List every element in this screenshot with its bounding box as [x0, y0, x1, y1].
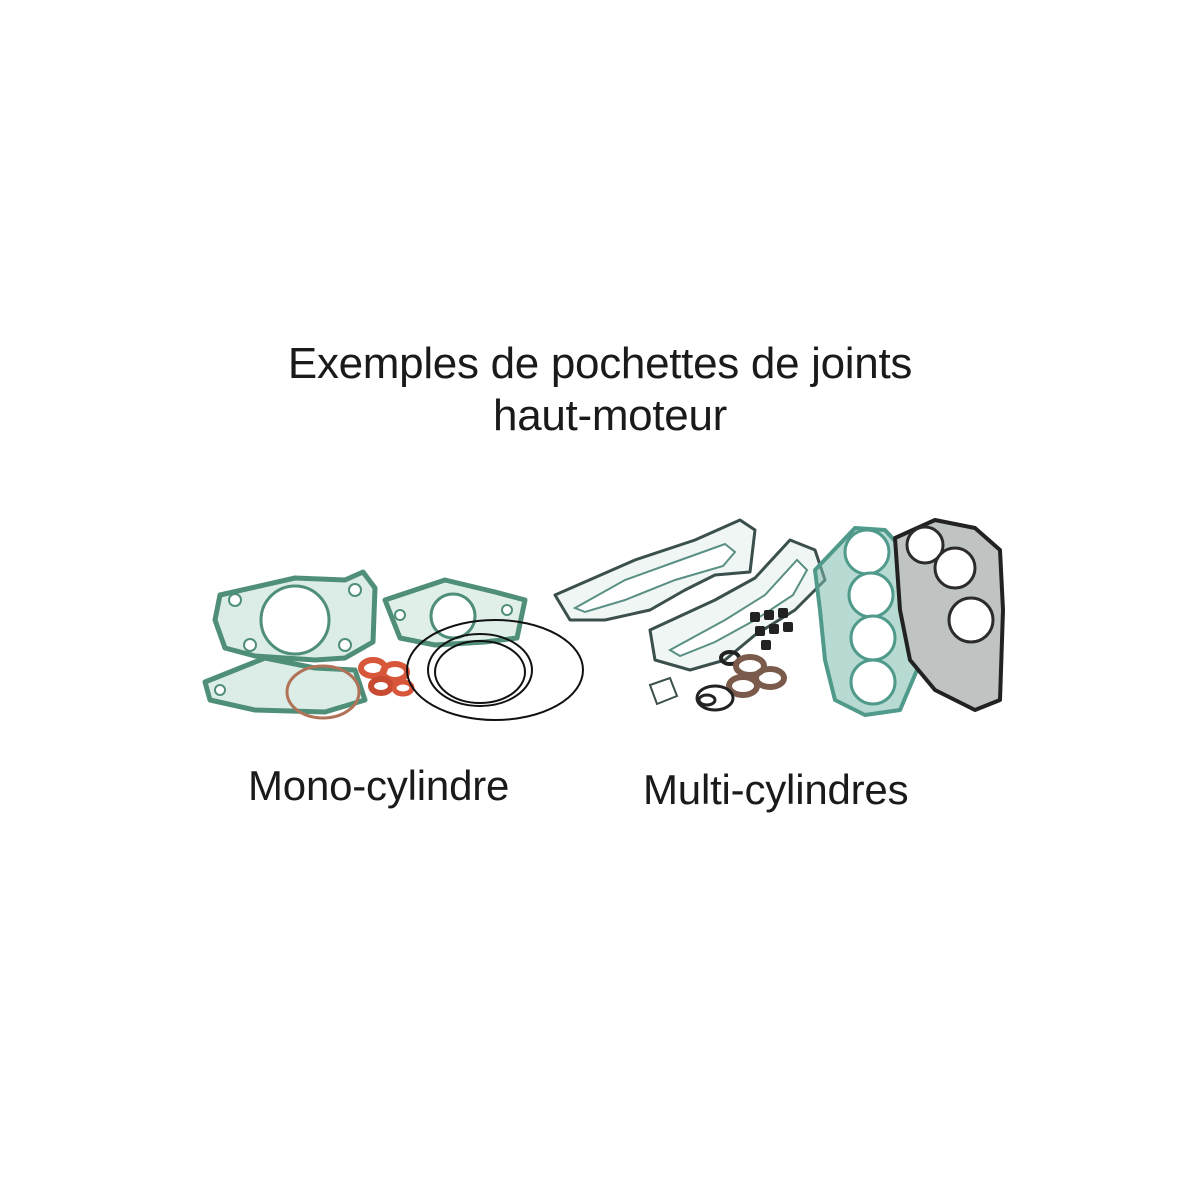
- valve-stem-seals: [750, 608, 793, 650]
- caption-mono-cylinder: Mono-cylindre: [248, 762, 510, 809]
- rubber-seals: [648, 650, 787, 712]
- copper-ring: [285, 664, 361, 720]
- orange-seals: [358, 657, 415, 697]
- base-plate-gasket: [202, 655, 368, 715]
- heading: Exemples de pochettes de joints haut-mot…: [0, 338, 1200, 442]
- caption-multi-cylinders: Multi-cylindres: [643, 766, 909, 813]
- heading-line-2: haut-moteur: [493, 391, 727, 440]
- mono-cylinder-gasket-set: [202, 569, 584, 721]
- o-rings: [406, 619, 584, 721]
- multi-cylinder-gasket-set: [553, 518, 1005, 717]
- gasket-kits-photo: [202, 518, 1005, 721]
- heading-line-1: Exemples de pochettes de joints: [287, 339, 913, 388]
